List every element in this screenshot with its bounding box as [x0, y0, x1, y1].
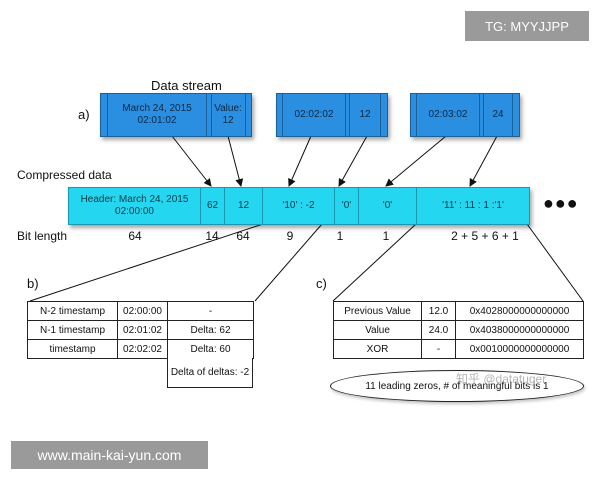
compressed-cell-1: 62	[201, 188, 225, 224]
compressed-cell-2: 12	[225, 188, 263, 224]
watermark-text-bottom: www.main-kai-yun.com	[37, 447, 182, 463]
label-b: b)	[27, 276, 39, 291]
arrow-b1-timestamp	[171, 135, 212, 187]
stream-block-3-timestamp: 02:03:02	[428, 109, 468, 120]
compressed-cell-3: '10' : -2	[263, 188, 335, 224]
table-c-cell: -	[421, 339, 456, 359]
arrow-b2-value	[338, 135, 368, 187]
stream-block-3: 02:03:02 24	[410, 93, 520, 137]
watermark-badge-bottom: www.main-kai-yun.com	[11, 441, 208, 469]
arrow-b1-value	[227, 135, 244, 187]
label-a: a)	[78, 107, 90, 122]
zoom-line-c-right	[526, 223, 584, 302]
bitlen-c1: 14	[205, 229, 219, 243]
table-c-cell: XOR	[333, 339, 422, 359]
more-ellipsis: ●●●	[543, 193, 579, 213]
table-c-cell: 0x4028000000000000	[455, 301, 584, 321]
stream-block-1-timestamp: March 24, 2015 02:01:02	[107, 94, 207, 136]
compressed-cell-4: '0'	[335, 188, 359, 224]
table-b-cell: -	[167, 301, 254, 321]
label-c: c)	[316, 276, 327, 291]
arrow-b3-timestamp	[385, 135, 447, 187]
xor-note-text: 11 leading zeros, # of meaningful bits i…	[365, 380, 549, 392]
stream-block-2-timestamp: 02:02:02	[294, 109, 334, 120]
bitlen-c2: 64	[236, 229, 250, 243]
table-c-cell: 24.0	[421, 320, 456, 340]
table-c-cell: 12.0	[421, 301, 456, 321]
table-row: XOR - 0x0010000000000000	[333, 339, 584, 359]
table-b: N-2 timestamp 02:00:00 - N-1 timestamp 0…	[27, 301, 254, 359]
zoom-line-b-right	[254, 223, 323, 302]
table-b-cell: Delta: 60	[167, 339, 254, 359]
stream-block-1: March 24, 2015 02:01:02 Value: 12	[100, 93, 252, 137]
watermark-text-top: TG: MYYJJPP	[485, 18, 569, 34]
table-c: Previous Value 12.0 0x4028000000000000 V…	[333, 301, 584, 359]
table-c-cell: Value	[333, 320, 422, 340]
bitlen-c3: 9	[286, 229, 294, 243]
xor-note-ellipse: 11 leading zeros, # of meaningful bits i…	[330, 370, 584, 402]
bitlen-header: 64	[128, 229, 142, 243]
table-row: Value 24.0 0x4038000000000000	[333, 320, 584, 340]
bitlen-c5: 1	[382, 229, 390, 243]
table-row: N-2 timestamp 02:00:00 -	[27, 301, 254, 321]
watermark-badge-top: TG: MYYJJPP	[465, 11, 589, 41]
compressed-cell-6: '11' : 11 : 1 :'1'	[442, 200, 504, 211]
stream-block-2-value: 12	[359, 109, 371, 120]
bitlen-c4: 1	[336, 229, 344, 243]
delta-of-deltas-text: Delta of deltas: -2	[170, 366, 250, 378]
data-stream-label: Data stream	[151, 78, 222, 93]
table-b-cell: 02:01:02	[117, 320, 168, 340]
delta-of-deltas-box: Delta of deltas: -2	[167, 358, 253, 388]
table-row: timestamp 02:02:02 Delta: 60	[27, 339, 254, 359]
table-c-cell: 0x0010000000000000	[455, 339, 584, 359]
table-c-cell: 0x4038000000000000	[455, 320, 584, 340]
zoom-line-b-left	[29, 223, 264, 302]
table-b-cell: Delta: 62	[167, 320, 254, 340]
arrow-b3-value	[469, 135, 498, 187]
stream-block-1-value: Value: 12	[214, 103, 242, 126]
compressed-header: Header: March 24, 2015 02:00:00	[69, 188, 201, 224]
bitlen-c6: 2 + 5 + 6 + 1	[451, 229, 519, 243]
table-b-cell: N-1 timestamp	[27, 320, 118, 340]
table-row: Previous Value 12.0 0x4028000000000000	[333, 301, 584, 321]
table-c-cell: Previous Value	[333, 301, 422, 321]
stream-block-3-value: 24	[492, 109, 504, 120]
table-b-cell: 02:00:00	[117, 301, 168, 321]
table-b-cell: 02:02:02	[117, 339, 168, 359]
table-b-cell: N-2 timestamp	[27, 301, 118, 321]
compressed-data-label: Compressed data	[17, 168, 112, 182]
arrow-b2-timestamp	[288, 135, 312, 187]
compressed-cell-5: '0'	[359, 188, 417, 224]
faint-watermark: 知乎 @datatuger	[456, 372, 547, 386]
compressed-data-bar: Header: March 24, 2015 02:00:00 62 12 '1…	[68, 187, 530, 225]
stream-block-2: 02:02:02 12	[276, 93, 388, 137]
zoom-line-c-left	[332, 223, 417, 302]
table-row: N-1 timestamp 02:01:02 Delta: 62	[27, 320, 254, 340]
bit-length-label: Bit length	[17, 229, 68, 243]
table-b-cell: timestamp	[27, 339, 118, 359]
